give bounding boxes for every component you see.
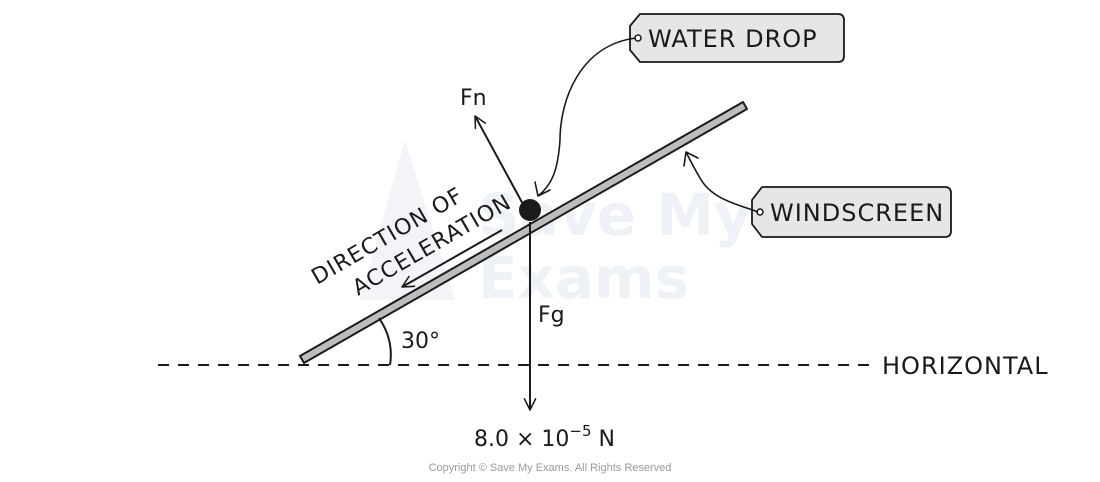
angle-arc [378,317,392,366]
copyright-text: Copyright © Save My Exams. All Rights Re… [429,462,672,474]
windscreen-tag-label: WINDSCREEN [770,199,944,227]
water-drop-tag: WATER DROP [629,13,845,63]
weight-value-main: 8.0 × 10 [474,427,569,452]
windscreen-tag: WINDSCREEN [751,186,952,238]
gravity-force-label: Fg [538,303,565,328]
weight-value: 8.0 × 10−5 N [474,422,615,452]
water-drop-tag-label: WATER DROP [648,25,818,53]
angle-label: 30° [401,329,440,354]
weight-value-unit: N [592,427,615,452]
watermark: Save My Exams [360,140,752,312]
normal-force-arrow [474,115,525,207]
water-drop-pointer [537,37,637,197]
windscreen-pointer-head [683,151,699,167]
horizontal-label: HORIZONTAL [882,352,1049,380]
windscreen-pointer [685,151,759,213]
weight-value-exponent: −5 [569,422,591,440]
water-drop [519,199,541,221]
windscreen [299,101,748,364]
normal-force-label: Fn [460,86,487,111]
water-drop-pointer-head [534,181,551,197]
acceleration-arrow [401,229,503,288]
watermark-line2: Exams [478,244,689,312]
